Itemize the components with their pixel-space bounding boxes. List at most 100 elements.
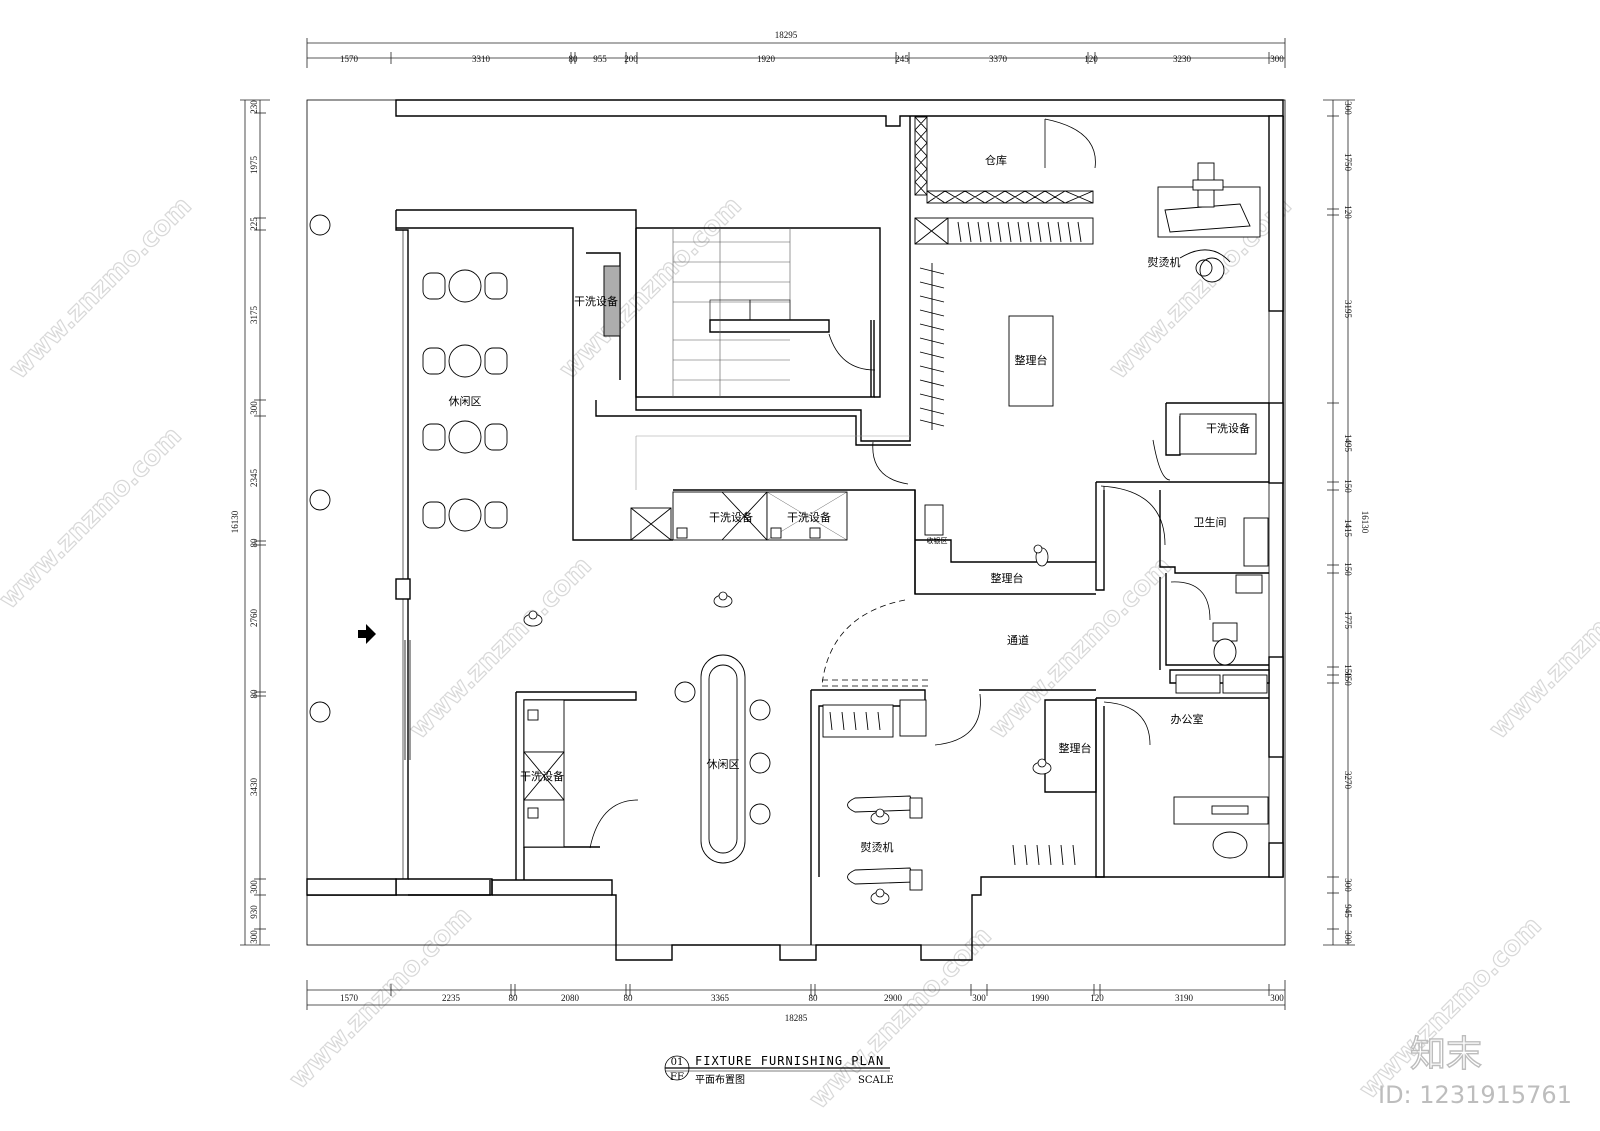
dim-label: 1990 — [1031, 993, 1050, 1003]
dim-label: 80 — [249, 538, 259, 548]
room-label-dryclean: 干洗设备 — [574, 294, 618, 308]
dim-top-total: 18295 — [775, 30, 798, 40]
dim-label: 1570 — [340, 54, 359, 64]
dim-label: 3310 — [472, 54, 491, 64]
room-label-lounge: 休闲区 — [707, 757, 740, 771]
dimension-lines — [240, 38, 1355, 1010]
dim-label: 3190 — [1175, 993, 1194, 1003]
person-icon — [870, 808, 890, 825]
dim-label: 300 — [1343, 101, 1353, 115]
room-label-sorting-table: 整理台 — [991, 571, 1024, 585]
dim-label: 120 — [1343, 205, 1353, 219]
dim-right-total: 16130 — [1360, 511, 1370, 534]
person-figures — [523, 544, 1052, 905]
dim-label: 150 — [1343, 562, 1353, 576]
dim-label: 80 — [809, 993, 819, 1003]
dim-label: 1920 — [757, 54, 776, 64]
room-label-dryclean: 干洗设备 — [709, 510, 753, 524]
dim-label: 80 — [249, 689, 259, 699]
drawing-code: FF — [670, 1072, 684, 1083]
dim-label: 300 — [972, 993, 986, 1003]
furniture — [309, 116, 1269, 891]
dim-label: 150 — [1343, 479, 1353, 493]
dim-label: 150 — [1343, 664, 1353, 678]
room-label-warehouse: 仓库 — [985, 153, 1007, 167]
drawing-scale: SCALE — [858, 1075, 894, 1086]
person-icon — [1032, 758, 1052, 775]
room-label-sorting-table: 整理台 — [1059, 741, 1092, 755]
staircase — [635, 228, 910, 490]
lounge-table-set — [422, 269, 508, 532]
watermark-text: www.znzmo.com — [1354, 911, 1548, 1105]
dim-label: 3430 — [249, 778, 259, 797]
dim-label: 300 — [249, 880, 259, 894]
brand-logo-text: 知末 — [1410, 1034, 1482, 1075]
person-icon — [713, 591, 733, 608]
drawing-number: 01 — [671, 1057, 684, 1068]
watermark-text: www.znzmo.com — [804, 921, 998, 1115]
room-label-dryclean: 干洗设备 — [520, 769, 564, 783]
dim-label: 2235 — [442, 993, 461, 1003]
dim-label: 930 — [249, 905, 259, 919]
dim-label: 230 — [249, 100, 259, 114]
dim-label: 3370 — [989, 54, 1008, 64]
person-icon — [523, 610, 543, 627]
dim-label: 120 — [1090, 993, 1104, 1003]
dim-label: 120 — [1084, 54, 1098, 64]
drawing-title-cn: 平面布置图 — [695, 1074, 745, 1086]
room-label-corridor: 通道 — [1007, 633, 1029, 647]
watermark-text: www.znzmo.com — [1484, 551, 1600, 745]
dim-label: 1495 — [1343, 434, 1353, 453]
dim-label: 300 — [249, 401, 259, 415]
dim-label: 2080 — [561, 993, 580, 1003]
entrance-arrow-icon — [358, 624, 376, 644]
drawing-title: FIXTURE FURNISHING PLAN — [695, 1054, 884, 1068]
doors — [589, 118, 1211, 849]
room-label-checkout: 收银区 — [927, 536, 948, 545]
dimension-labels: 18295 1570 3310 80 955 200 1920 245 3370… — [230, 30, 1370, 1023]
brand-watermark: 知末 ID: 1231915761 — [1378, 1033, 1572, 1109]
dim-label: 2900 — [884, 993, 903, 1003]
dim-label: 150 — [1343, 672, 1353, 686]
dim-left-total: 16130 — [230, 510, 240, 533]
dim-label: 1775 — [1343, 611, 1353, 630]
dim-label: 80 — [509, 993, 519, 1003]
dim-label: 2345 — [249, 469, 259, 488]
dim-bottom-total: 18285 — [785, 1013, 808, 1023]
dim-label: 80 — [569, 54, 579, 64]
dim-label: 3270 — [1343, 771, 1353, 790]
room-label-dryclean: 干洗设备 — [1206, 421, 1250, 435]
dim-label: 300 — [1270, 993, 1284, 1003]
room-label-ironing: 熨烫机 — [861, 840, 894, 854]
dim-label: 3230 — [1173, 54, 1192, 64]
dim-label: 3195 — [1343, 300, 1353, 319]
title-block: 01 FF FIXTURE FURNISHING PLAN 平面布置图 SCAL… — [664, 1054, 894, 1086]
room-label-lounge: 休闲区 — [449, 394, 482, 408]
room-label-dryclean: 干洗设备 — [787, 510, 831, 524]
dim-label: 80 — [624, 993, 634, 1003]
room-label-toilet: 卫生间 — [1194, 515, 1227, 529]
watermark-text: www.znzmo.com — [404, 551, 598, 745]
dim-label: 1415 — [1343, 519, 1353, 538]
top-wall — [395, 99, 1284, 127]
dim-label: 2760 — [249, 609, 259, 628]
dim-label: 200 — [624, 54, 638, 64]
dim-label: 1975 — [249, 156, 259, 175]
dim-label: 300 — [1343, 930, 1353, 944]
watermark-text: www.znzmo.com — [4, 191, 198, 385]
dim-label: 955 — [593, 54, 607, 64]
dim-label: 300 — [1270, 54, 1284, 64]
dim-label: 1570 — [340, 993, 359, 1003]
dim-label: 245 — [895, 54, 909, 64]
dim-label: 3365 — [711, 993, 730, 1003]
watermark-text: www.znzmo.com — [0, 421, 188, 615]
dim-label: 1750 — [1343, 153, 1353, 172]
dim-label: 3175 — [249, 306, 259, 325]
dim-label: 945 — [1343, 904, 1353, 918]
dim-label: 300 — [1343, 878, 1353, 892]
left-facade — [307, 210, 409, 896]
person-icon — [1033, 544, 1049, 567]
dim-label: 225 — [249, 217, 259, 231]
room-label-ironing: 熨烫机 — [1148, 255, 1181, 269]
room-labels: 仓库 熨烫机 整理台 干洗设备 干洗设备 休闲区 干洗设备 干洗设备 收银区 卫… — [449, 153, 1251, 854]
